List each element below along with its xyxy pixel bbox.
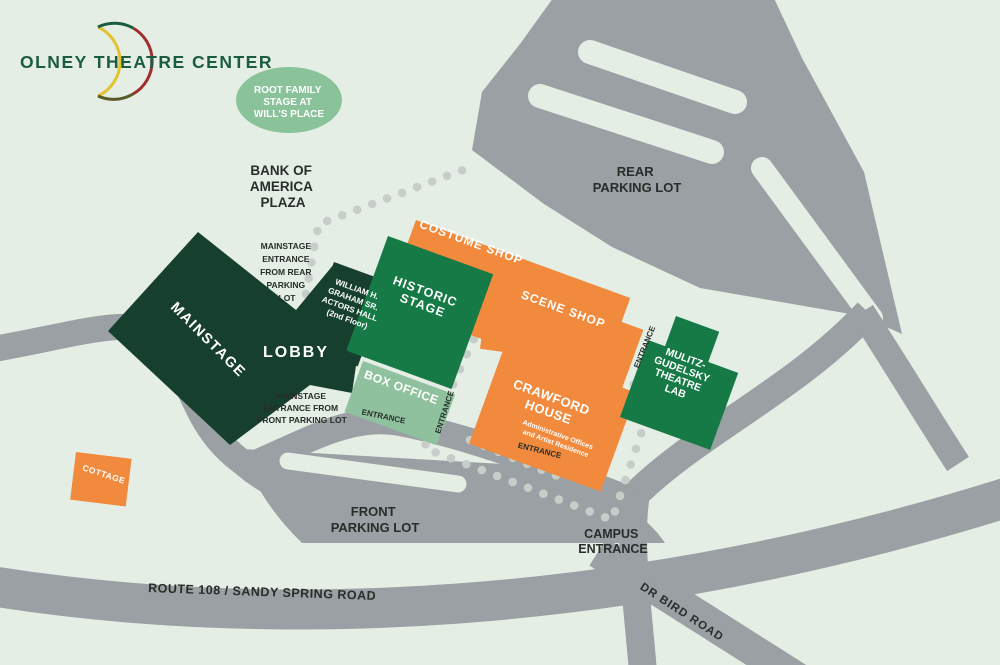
label-line: STAGE AT bbox=[263, 97, 312, 108]
label-line: ENTRANCE bbox=[578, 542, 647, 556]
label-line: PARKING bbox=[267, 280, 306, 290]
path-dot bbox=[631, 444, 641, 454]
label-line: AMERICA bbox=[250, 179, 313, 194]
path-dot bbox=[352, 205, 362, 214]
building-mainstage-lobby bbox=[108, 232, 358, 445]
label-line: FRONT bbox=[351, 504, 396, 519]
note-rear-entrance: MAINSTAGE ENTRANCE FROM REAR PARKING LOT bbox=[260, 241, 314, 303]
road-east-branch bbox=[851, 304, 969, 472]
label-line: MAINSTAGE bbox=[261, 241, 312, 251]
path-dot bbox=[615, 491, 625, 501]
logo-circle-icon bbox=[97, 21, 154, 101]
path-dot bbox=[427, 177, 437, 186]
path-dot bbox=[457, 166, 467, 175]
path-dot bbox=[610, 507, 620, 516]
path-dot bbox=[569, 501, 579, 510]
label-actors-hall: WILLIAM H. GRAHAM SR. ACTORS HALL (2nd F… bbox=[317, 275, 388, 334]
road-campus-entrance bbox=[619, 302, 879, 665]
building-crawford-house bbox=[469, 345, 637, 492]
label-lobby: LOBBY bbox=[263, 344, 329, 361]
label-line: PARKING LOT bbox=[593, 180, 682, 195]
path-dot bbox=[600, 513, 610, 522]
parking-slot bbox=[279, 452, 467, 493]
parking-slot bbox=[751, 157, 883, 329]
label-line: WILL'S PLACE bbox=[254, 109, 324, 120]
label-rear-parking: REAR PARKING LOT bbox=[593, 164, 682, 195]
path-dot bbox=[421, 440, 431, 449]
building-box-office bbox=[344, 361, 456, 446]
path-dot bbox=[307, 258, 316, 267]
path-dot bbox=[626, 460, 635, 469]
label-line: ROOT FAMILY bbox=[254, 85, 322, 96]
path-dot bbox=[397, 188, 407, 198]
path-dot bbox=[508, 477, 517, 487]
path-dot bbox=[621, 475, 630, 485]
building-mulitz-gudelsky bbox=[619, 316, 739, 450]
label-line: MAINSTAGE bbox=[276, 391, 327, 401]
label-line: FRONT PARKING LOT bbox=[257, 415, 347, 425]
label-campus-entrance: CAMPUS ENTRANCE bbox=[578, 527, 647, 556]
building-cottage bbox=[70, 452, 132, 507]
path-dot bbox=[585, 507, 594, 516]
parking-slot bbox=[528, 84, 724, 164]
label-line: FROM REAR bbox=[260, 267, 311, 277]
path-dot bbox=[446, 454, 456, 463]
path-dot bbox=[492, 471, 502, 481]
label-line: BANK OF bbox=[250, 163, 312, 178]
building-small-square bbox=[479, 320, 513, 353]
path-dot bbox=[412, 182, 422, 192]
path-dot bbox=[462, 459, 471, 469]
label-root-family-stage: ROOT FAMILY STAGE AT WILL'S PLACE bbox=[254, 85, 324, 120]
label-front-parking: FRONT PARKING LOT bbox=[331, 504, 420, 535]
path-dot bbox=[322, 216, 332, 226]
label-line: ENTRANCE FROM bbox=[264, 403, 339, 413]
path-dot bbox=[523, 483, 533, 493]
logo-title: OLNEY THEATRE CENTER bbox=[20, 52, 273, 72]
path-dot bbox=[313, 226, 322, 236]
note-front-entrance: MAINSTAGE ENTRANCE FROM FRONT PARKING LO… bbox=[257, 391, 347, 425]
path-dot bbox=[554, 495, 564, 504]
path-dot bbox=[367, 199, 377, 209]
road-route108 bbox=[0, 478, 1000, 630]
label-line: PLAZA bbox=[261, 195, 306, 210]
path-dot bbox=[337, 211, 347, 220]
building-root-family-stage bbox=[236, 67, 342, 133]
label-line: LOT bbox=[279, 293, 297, 303]
path-dot bbox=[539, 489, 548, 499]
label-line: REAR bbox=[617, 164, 654, 179]
label-line: CAMPUS bbox=[584, 527, 638, 541]
logo: OLNEY THEATRE CENTER bbox=[20, 21, 273, 101]
building-historic-stage bbox=[346, 236, 494, 389]
path-dot bbox=[442, 171, 452, 181]
path-dot bbox=[304, 273, 314, 283]
path-dot bbox=[431, 448, 440, 457]
path-dot bbox=[636, 428, 646, 438]
path-dot bbox=[469, 334, 479, 344]
label-line: ENTRANCE bbox=[262, 254, 310, 264]
label-line: PARKING LOT bbox=[331, 520, 420, 535]
path-dot bbox=[309, 242, 319, 251]
rear-parking-lot bbox=[472, 0, 902, 334]
parking-slot bbox=[578, 40, 747, 114]
path-dot bbox=[477, 465, 487, 475]
path-dot bbox=[382, 194, 392, 203]
label-bank-plaza: BANK OF AMERICA PLAZA bbox=[250, 163, 316, 210]
